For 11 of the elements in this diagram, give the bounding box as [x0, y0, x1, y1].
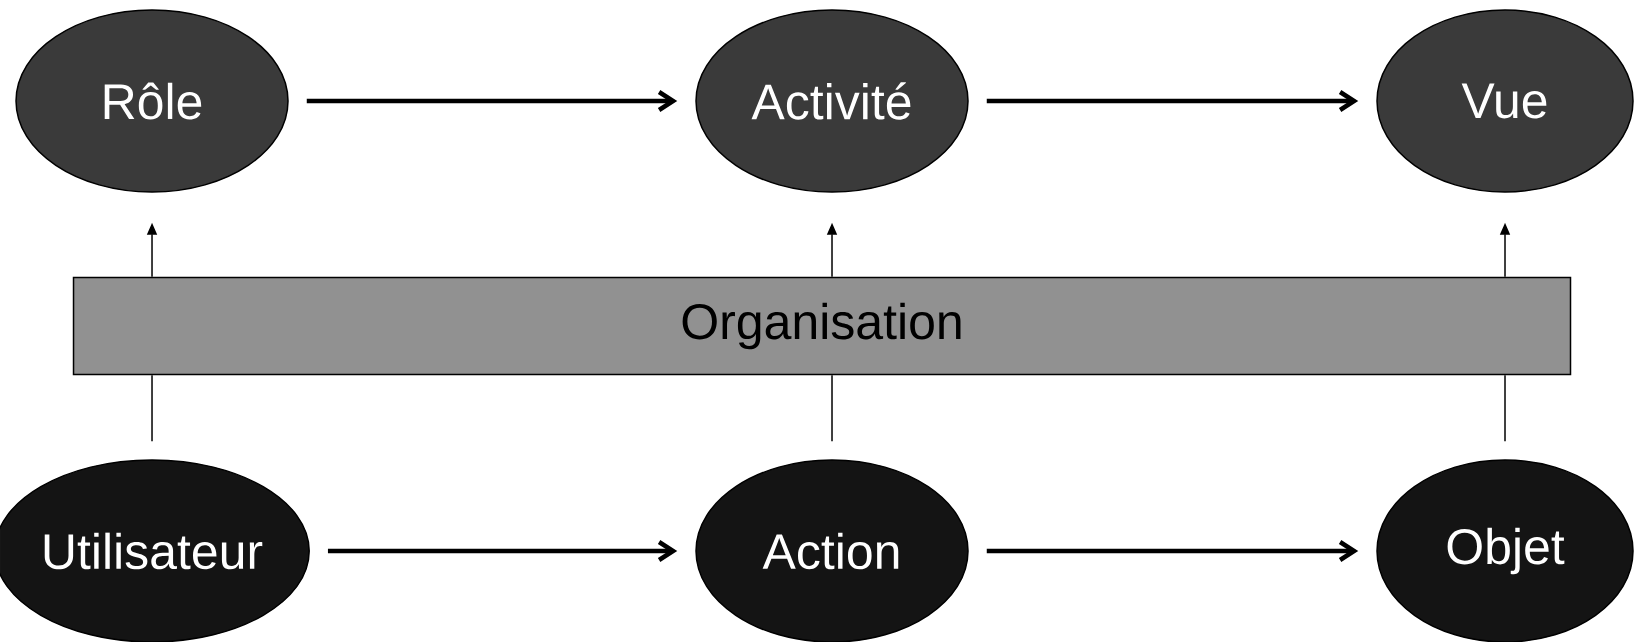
ellipse-node: Vue	[1376, 9, 1634, 193]
arrow	[986, 540, 1359, 562]
ellipse-node: Objet	[1376, 459, 1634, 642]
ellipse-node: Activité	[695, 9, 969, 193]
arrow	[306, 90, 678, 112]
ellipse-node: Action	[695, 459, 969, 642]
ellipse-node: Utilisateur	[0, 459, 310, 642]
organisation-band: Organisation	[72, 276, 1572, 376]
arrow	[327, 540, 678, 562]
ellipse-node: Rôle	[15, 9, 289, 193]
arrow	[986, 90, 1359, 112]
